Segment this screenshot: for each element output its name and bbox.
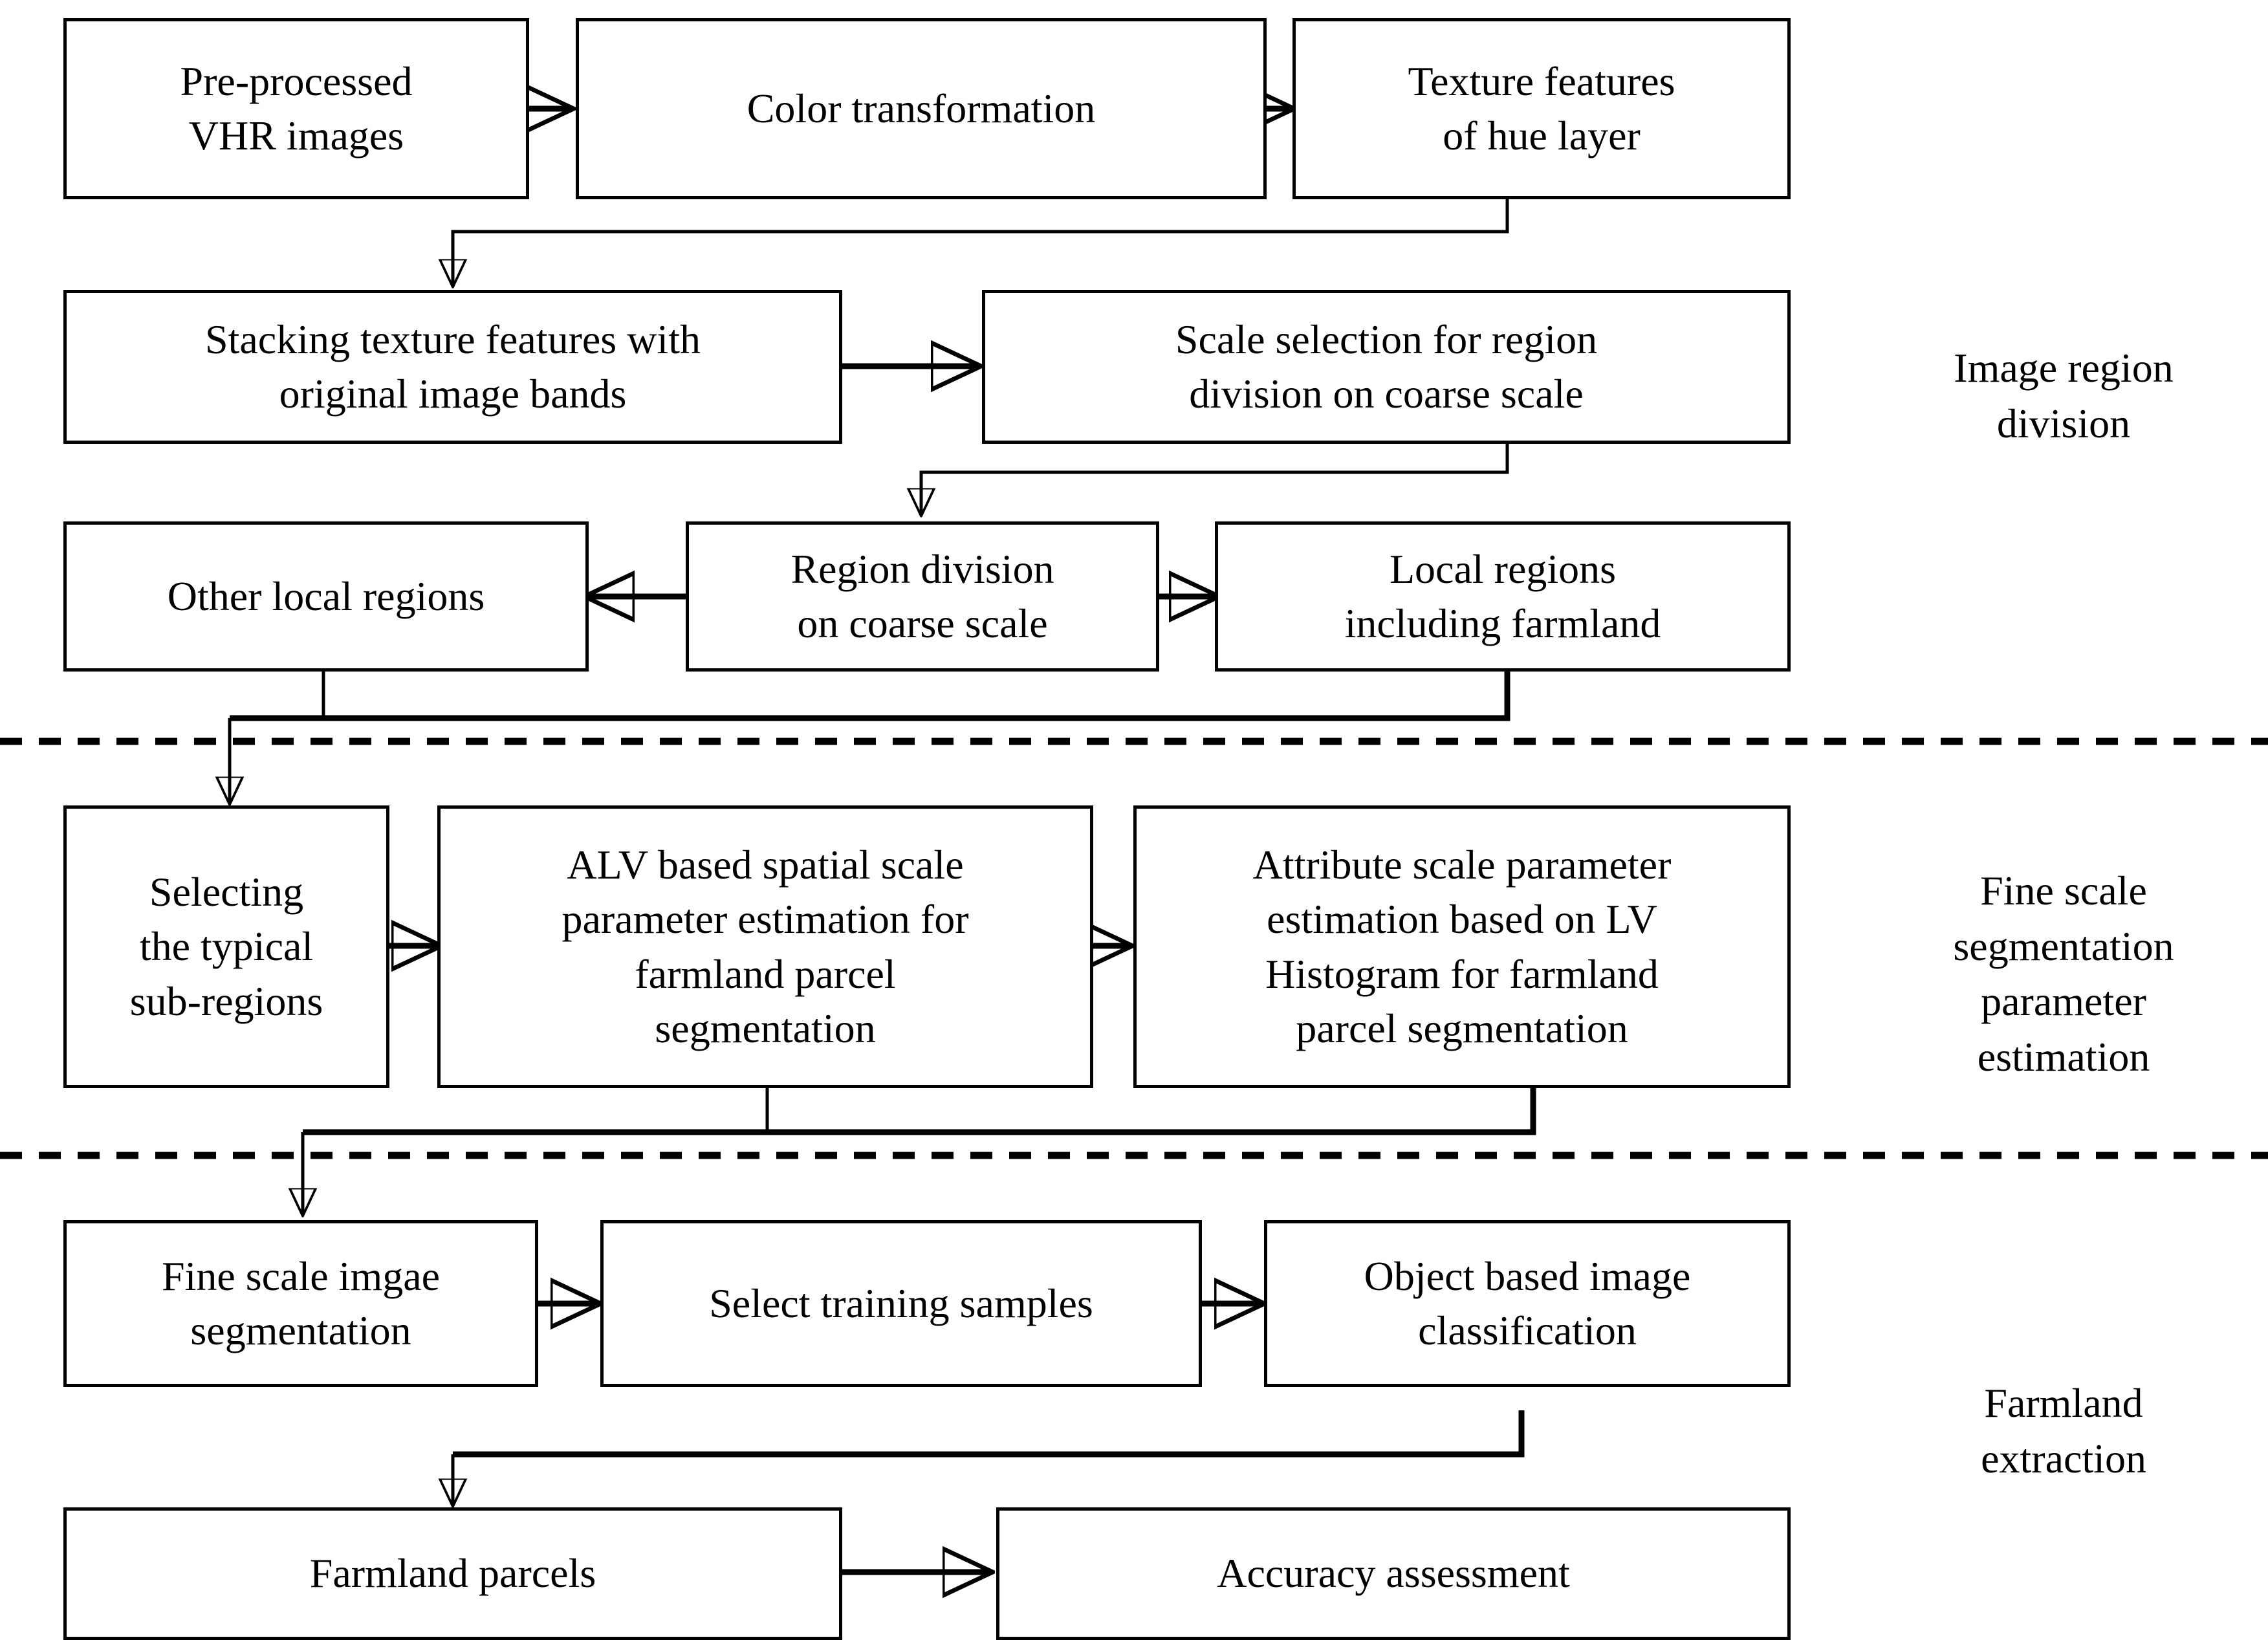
node-pre-processed-vhr-images[interactable]: Pre-processed VHR images (63, 18, 529, 199)
stage-label-text: Farmland extraction (1981, 1379, 2146, 1481)
node-stacking-texture-features[interactable]: Stacking texture features with original … (63, 290, 842, 444)
node-fine-scale-image-segmentation[interactable]: Fine scale imgae segmentation (63, 1220, 538, 1387)
node-label: Selecting the typical sub-regions (129, 868, 323, 1024)
stage-label-farmland-extraction: Farmland extraction (1863, 1320, 2264, 1486)
edge-texture-features-to-stacking (453, 195, 1509, 285)
node-label: Region division on coarse scale (791, 545, 1054, 646)
node-label: Scale selection for region division on c… (1175, 316, 1598, 417)
node-label: Select training samples (709, 1280, 1093, 1326)
stage-label-text: Image region division (1954, 344, 2174, 446)
node-label: Farmland parcels (309, 1550, 596, 1597)
node-label: Stacking texture features with original … (205, 316, 701, 417)
node-attribute-scale-parameter-estimation[interactable]: Attribute scale parameter estimation bas… (1133, 805, 1791, 1088)
node-color-transformation[interactable]: Color transformation (576, 18, 1267, 199)
node-alv-based-spatial-scale-parameter-estimation[interactable]: ALV based spatial scale parameter estima… (437, 805, 1093, 1088)
node-label: Pre-processed VHR images (180, 58, 413, 159)
stage-label-text: Fine scale segmentation parameter estima… (1953, 867, 2174, 1080)
node-local-regions-including-farmland[interactable]: Local regions including farmland (1215, 521, 1791, 672)
node-label: Color transformation (747, 85, 1096, 131)
node-other-local-regions[interactable]: Other local regions (63, 521, 589, 672)
node-selecting-the-typical-sub-regions[interactable]: Selecting the typical sub-regions (63, 805, 389, 1088)
stage-label-image-region-division: Image region division (1863, 285, 2264, 451)
node-label: Texture features of hue layer (1408, 58, 1675, 159)
node-scale-selection-for-region-division[interactable]: Scale selection for region division on c… (982, 290, 1791, 444)
node-label: ALV based spatial scale parameter estima… (562, 841, 969, 1051)
node-texture-features-of-hue-layer[interactable]: Texture features of hue layer (1292, 18, 1791, 199)
node-label: Attribute scale parameter estimation bas… (1252, 841, 1672, 1051)
node-farmland-parcels[interactable]: Farmland parcels (63, 1507, 842, 1640)
node-label: Object based image classification (1364, 1252, 1691, 1353)
edge-scale-selection-to-region-division (921, 444, 1509, 514)
node-label: Fine scale imgae segmentation (161, 1252, 441, 1353)
node-accuracy-assessment[interactable]: Accuracy assessment (996, 1507, 1791, 1640)
edge-local-regions-join-bus (230, 672, 1510, 721)
edge-attribute-join-bus (303, 1088, 1536, 1135)
node-label: Accuracy assessment (1217, 1550, 1570, 1597)
node-label: Local regions including farmland (1344, 545, 1661, 646)
stage-label-fine-scale-segmentation-parameter-estimation: Fine scale segmentation parameter estima… (1863, 807, 2264, 1085)
node-region-division-on-coarse-scale[interactable]: Region division on coarse scale (686, 521, 1159, 672)
edge-object-classification-join-bus (453, 1410, 1525, 1458)
node-label: Other local regions (167, 573, 485, 619)
node-select-training-samples[interactable]: Select training samples (600, 1220, 1202, 1387)
node-object-based-image-classification[interactable]: Object based image classification (1264, 1220, 1791, 1387)
